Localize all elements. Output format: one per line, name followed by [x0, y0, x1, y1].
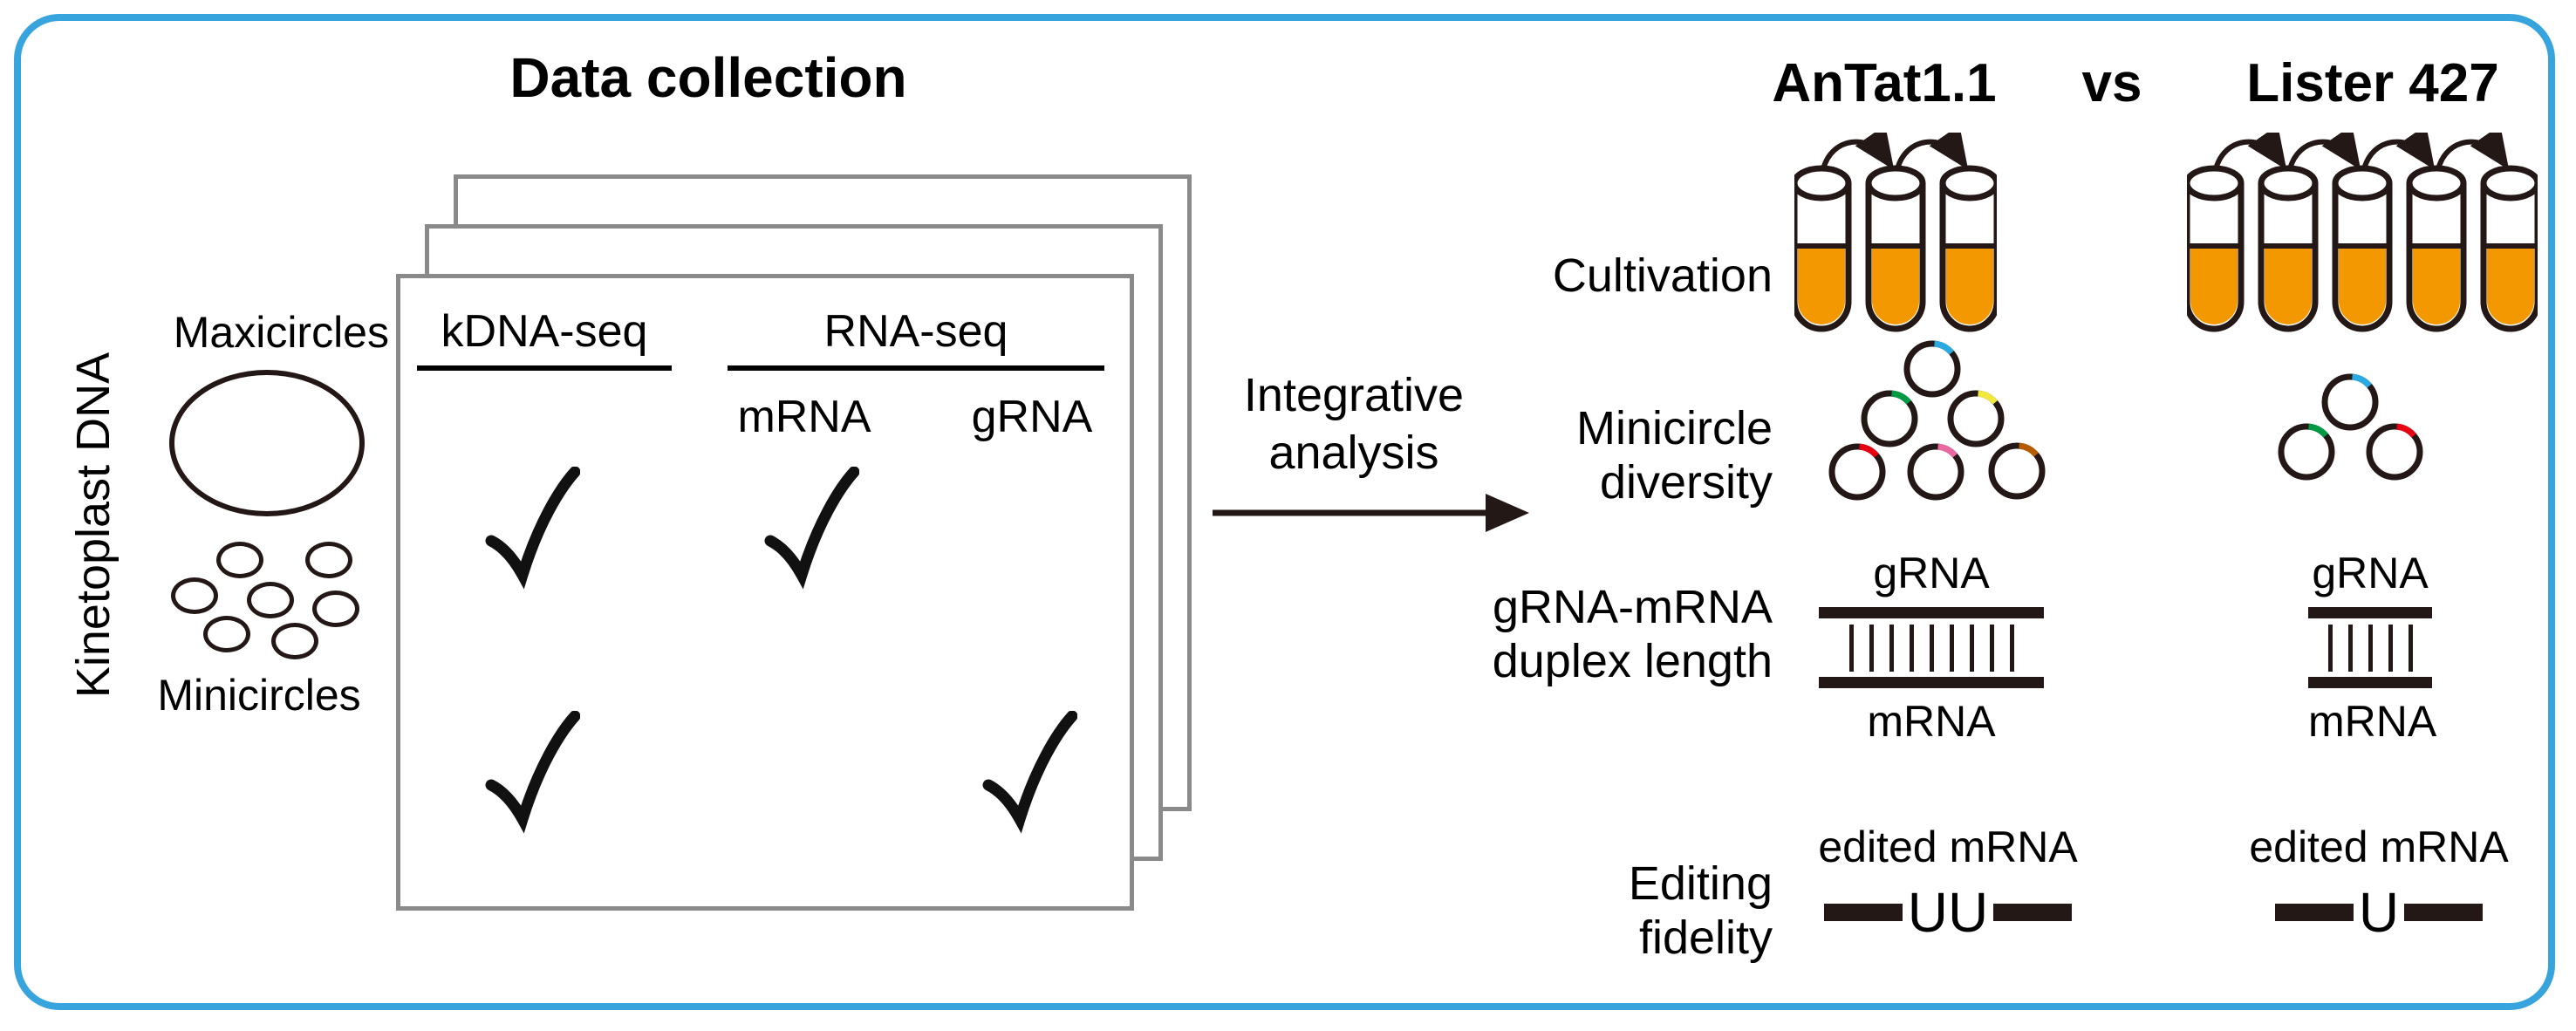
strain1-grna-strand — [1819, 607, 2044, 618]
strain1-edited-mrna-label: edited mRNA — [1818, 823, 2078, 871]
strain2-edited-mrna-drawing: U — [2248, 884, 2510, 940]
basepair-tick — [1949, 625, 1954, 672]
basepair-tick — [2327, 625, 2333, 672]
checkmark-minicircles-grna — [981, 710, 1078, 842]
checkmark-maxicircles-kdna — [484, 466, 581, 597]
strain1-basepair-ticks — [1819, 625, 2044, 672]
mrna-segment-bar — [2274, 904, 2354, 921]
column-header-kdna-seq: kDNA-seq — [441, 306, 648, 357]
duplex-length-row-label: gRNA-mRNA duplex length — [1493, 580, 1773, 688]
basepair-tick — [2408, 625, 2413, 672]
strain1-minicircle-diversity — [1828, 340, 2046, 501]
right-arrow-icon — [1213, 494, 1529, 532]
cultivation-row-label: Cultivation — [1552, 249, 1773, 302]
strain1-duplex-diagram: gRNA mRNA — [1819, 548, 2044, 748]
strain1-mrna-label: mRNA — [1867, 697, 1996, 746]
kdna-seq-underline — [417, 365, 672, 371]
minicircle-drawing — [203, 616, 250, 652]
basepair-tick — [1848, 625, 1854, 672]
strain2-culture-tubes — [2187, 133, 2538, 332]
strain2-mrna-label: mRNA — [2308, 697, 2437, 746]
strain1-culture-tubes — [1794, 133, 1997, 332]
strain2-minicircle-diversity — [2278, 373, 2423, 481]
strain2-edited-mrna-label: edited mRNA — [2249, 823, 2509, 871]
editing-fidelity-line1: Editing — [1628, 857, 1773, 910]
basepair-tick — [1929, 625, 1934, 672]
strain2-grna-label: gRNA — [2312, 549, 2429, 597]
basepair-tick — [1989, 625, 1994, 672]
strain2-duplex-diagram: gRNA mRNA — [2308, 548, 2437, 748]
basepair-tick — [1889, 625, 1894, 672]
minicircle-drawing — [312, 591, 359, 627]
mrna-segment-bar — [1993, 904, 2073, 921]
integrative-analysis-label: Integrative analysis — [1223, 366, 1485, 481]
minicircle-drawing — [171, 577, 218, 614]
duplex-length-line2: duplex length — [1492, 635, 1773, 687]
strain1-title: AnTat1.1 — [1772, 53, 1997, 113]
basepair-tick — [1869, 625, 1874, 672]
strain1-edited-mrna-drawing: UU — [1817, 884, 2079, 940]
minicircle-diversity-row-label: Minicircle diversity — [1576, 401, 1773, 509]
subcolumn-header-grna: gRNA — [971, 392, 1093, 442]
column-header-rna-seq: RNA-seq — [823, 306, 1008, 357]
checkmark-maxicircles-mrna — [763, 466, 860, 597]
rna-seq-underline — [728, 365, 1104, 371]
strain2-editing-fidelity: edited mRNA U — [2248, 822, 2510, 940]
basepair-tick — [2368, 625, 2373, 672]
subcolumn-header-mrna: mRNA — [737, 392, 871, 442]
editing-fidelity-line2: fidelity — [1638, 912, 1773, 964]
strain1-mrna-strand — [1819, 677, 2044, 688]
mrna-segment-bar — [1823, 904, 1903, 921]
minicircle-drawing — [305, 542, 352, 578]
kinetoplast-dna-axis-label: Kinetoplast DNA — [67, 352, 120, 699]
strain2-uridine-insert: U — [2358, 881, 2400, 944]
strain1-grna-label: gRNA — [1873, 549, 1990, 597]
checkmark-minicircles-kdna — [484, 710, 581, 842]
mrna-segment-bar — [2404, 904, 2484, 921]
basepair-tick — [2009, 625, 2014, 672]
strain1-uridine-insert: UU — [1907, 881, 1989, 944]
minicircle-diversity-line1: Minicircle — [1575, 402, 1773, 454]
strain2-basepair-ticks — [2308, 625, 2432, 672]
basepair-tick — [2388, 625, 2393, 672]
editing-fidelity-row-label: Editing fidelity — [1629, 857, 1773, 965]
strain2-mrna-strand — [2308, 677, 2432, 688]
maxicircles-label: Maxicircles — [173, 308, 389, 357]
vs-label: vs — [2081, 53, 2142, 113]
figure-border — [14, 14, 2555, 1010]
integrative-analysis-line1: Integrative — [1243, 369, 1465, 421]
basepair-tick — [2347, 625, 2353, 672]
basepair-tick — [1969, 625, 1974, 672]
minicircle-drawing — [271, 623, 318, 659]
minicircle-drawing — [247, 582, 294, 618]
strain2-title: Lister 427 — [2246, 53, 2499, 113]
strain1-editing-fidelity: edited mRNA UU — [1817, 822, 2079, 940]
data-collection-title: Data collection — [509, 46, 907, 109]
minicircles-label: Minicircles — [157, 671, 361, 720]
minicircle-diversity-line2: diversity — [1599, 456, 1773, 509]
minicircle-drawing — [216, 542, 263, 578]
maxicircle-drawing — [169, 370, 365, 516]
duplex-length-line1: gRNA-mRNA — [1492, 581, 1773, 633]
basepair-tick — [1909, 625, 1914, 672]
strain2-grna-strand — [2308, 607, 2432, 618]
integrative-analysis-line2: analysis — [1268, 427, 1439, 479]
